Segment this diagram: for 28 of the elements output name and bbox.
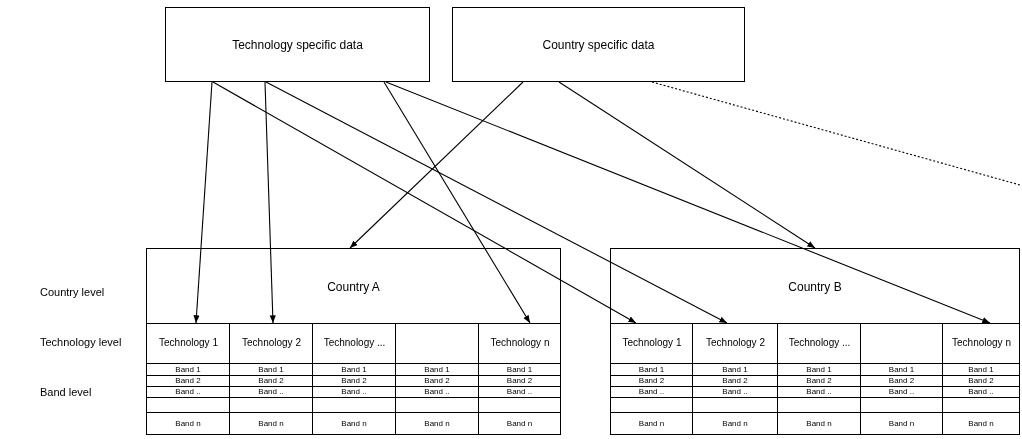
level-label: Technology level: [40, 336, 122, 348]
level-label: Country level: [40, 286, 105, 298]
technology-label: Technology 2: [706, 337, 765, 348]
technology-label: Technology ...: [323, 337, 386, 348]
technology-label: Technology n: [490, 337, 550, 348]
country-table: [610, 248, 1020, 435]
arrow: [383, 81, 531, 324]
technology-label: Technology 2: [242, 337, 301, 348]
country-label: Country A: [327, 279, 380, 294]
technology-label: Technology ...: [788, 337, 851, 348]
level-label: Band level: [40, 386, 92, 398]
arrow: [193, 81, 213, 324]
connector-line: [651, 81, 1021, 186]
arrow: [264, 81, 276, 324]
technology-label: Technology 1: [622, 337, 682, 348]
arrow: [349, 81, 524, 249]
country-label: Country B: [788, 279, 842, 294]
arrow: [265, 81, 728, 324]
data-source-box: [165, 7, 430, 82]
box-label: Country specific data: [542, 37, 655, 52]
data-source-box: [452, 7, 745, 82]
arrow: [558, 81, 816, 249]
country-table: [146, 248, 561, 435]
arrow: [385, 81, 991, 324]
technology-label: Technology 1: [159, 337, 218, 348]
technology-label: Technology n: [952, 337, 1011, 348]
box-label: Technology specific data: [232, 37, 363, 52]
arrow: [212, 81, 637, 324]
